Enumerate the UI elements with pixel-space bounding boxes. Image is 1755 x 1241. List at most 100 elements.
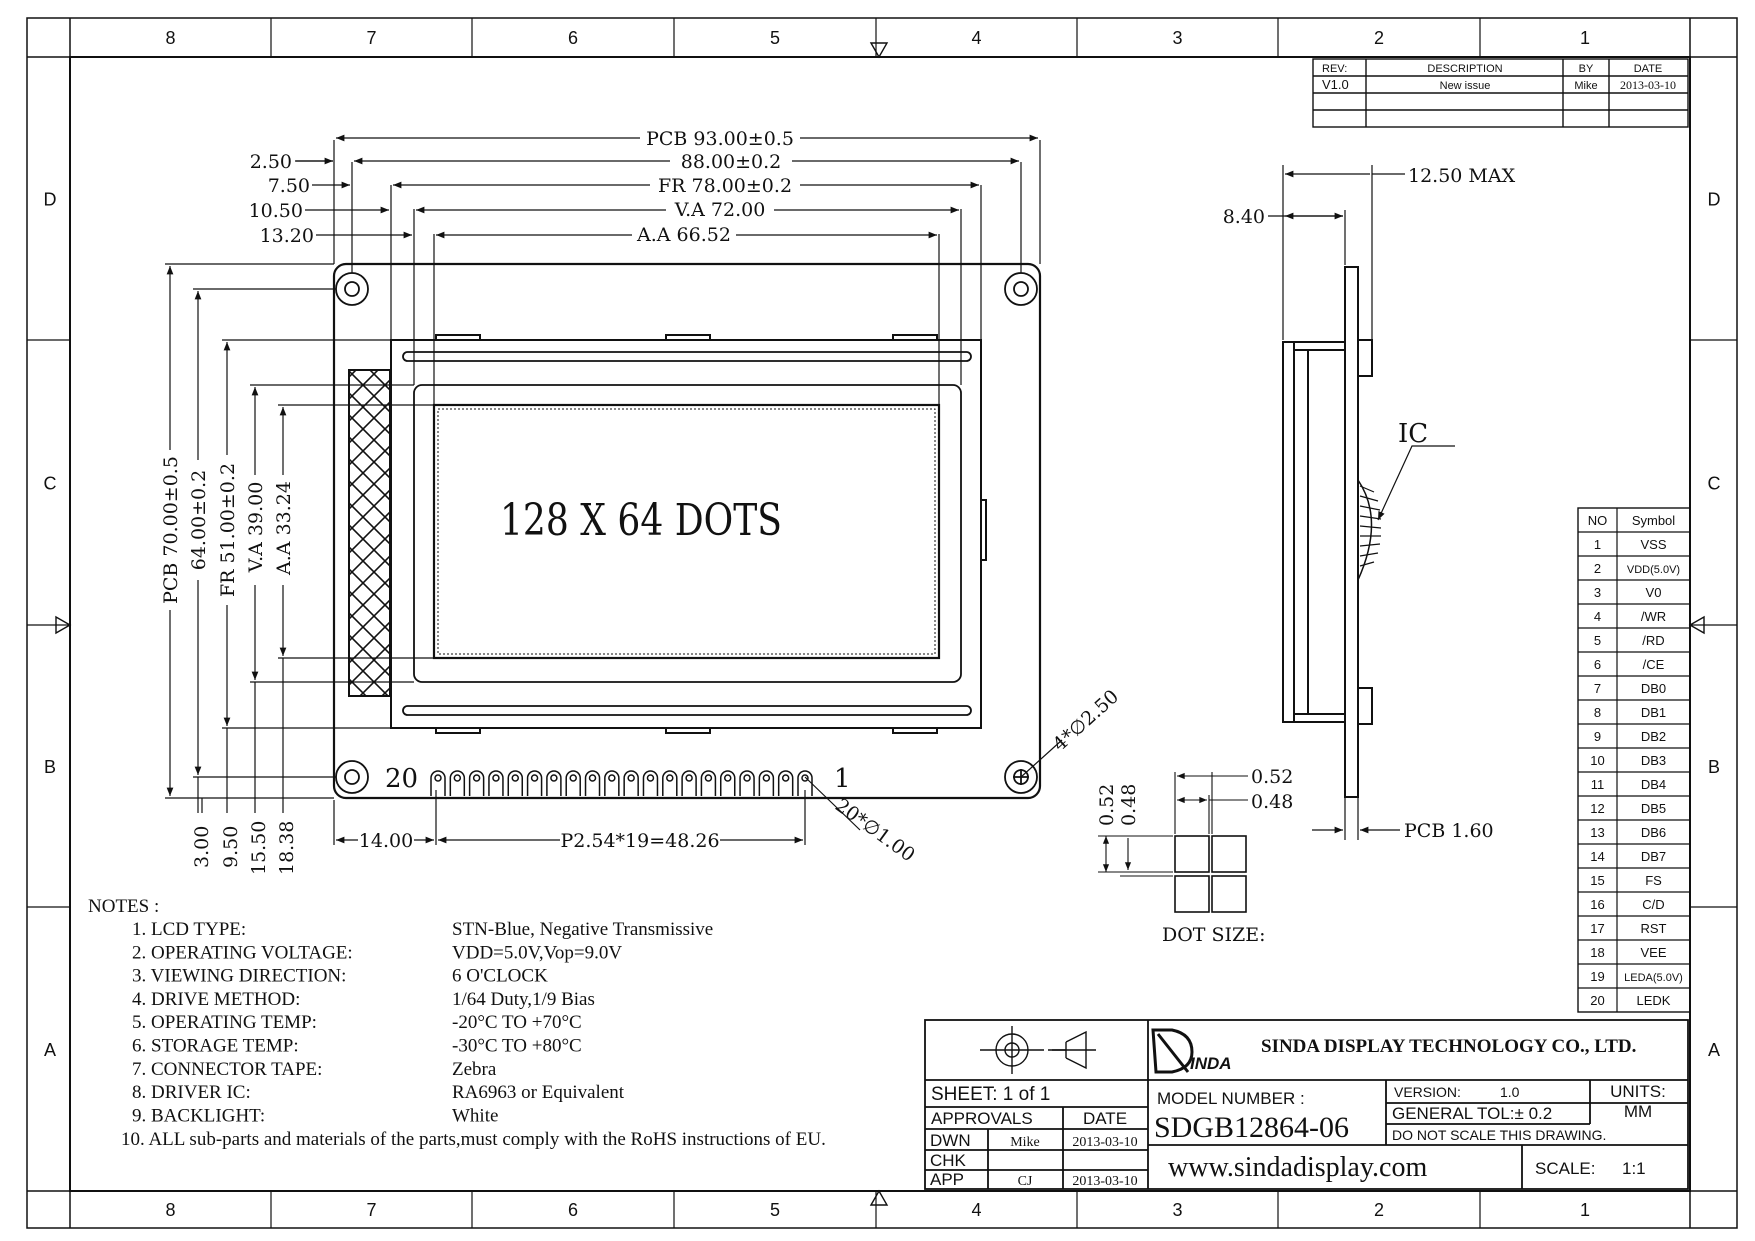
pin-number: 8 xyxy=(1594,705,1601,720)
dim-hole-height: 64.00±0.2 xyxy=(188,470,210,571)
side-module-body xyxy=(1282,341,1346,723)
pin-symbol: DB1 xyxy=(1641,705,1666,720)
dim-pcb-width: PCB 93.00±0.5 xyxy=(646,128,794,150)
rev-header-rev: REV: xyxy=(1322,63,1347,75)
connector-pin xyxy=(468,770,485,796)
zone-column-bottom: 6 xyxy=(568,1200,578,1220)
note-label: 3. VIEWING DIRECTION: xyxy=(132,966,346,987)
model-number: SDGB12864-06 xyxy=(1154,1111,1349,1144)
offset-15-50: 15.50 xyxy=(248,821,270,875)
third-angle-projection-icon xyxy=(980,1026,1096,1074)
pin-symbol: DB6 xyxy=(1641,825,1666,840)
connector-pin xyxy=(739,770,755,796)
pin-symbol: DB3 xyxy=(1641,753,1666,768)
note-value: 1/64 Duty,1/9 Bias xyxy=(452,989,595,1010)
offset-2-50: 2.50 xyxy=(250,151,292,173)
zone-column-bottom: 7 xyxy=(366,1200,376,1220)
note-value: White xyxy=(452,1105,498,1126)
pin-table-header-no: NO xyxy=(1588,513,1608,528)
pin-pitch-dimension xyxy=(333,739,1063,845)
connector-pin xyxy=(507,770,524,796)
connector-pin xyxy=(430,770,446,796)
pin-number: 3 xyxy=(1594,585,1601,600)
note-value: -20°C TO +70°C xyxy=(452,1012,582,1033)
dim-frame-width: FR 78.00±0.2 xyxy=(658,175,792,197)
pin-number: 10 xyxy=(1590,753,1604,768)
vertical-dimension-labels: PCB 70.00±0.5 64.00±0.2 FR 51.00±0.2 V.A… xyxy=(160,450,298,875)
website: www.sindadisplay.com xyxy=(1168,1152,1427,1183)
zone-column-top: 6 xyxy=(568,28,578,48)
pin-number: 2 xyxy=(1594,561,1601,576)
pin-symbol: /RD xyxy=(1642,633,1664,648)
zone-column-bottom: 4 xyxy=(971,1200,981,1220)
zebra-connector xyxy=(348,369,391,697)
connector-pin xyxy=(565,770,581,796)
pin-symbol: VDD(5.0V) xyxy=(1627,564,1680,576)
zone-column-top: 4 xyxy=(971,28,981,48)
pin-number: 6 xyxy=(1594,657,1601,672)
zone-column-top: 1 xyxy=(1580,28,1590,48)
approval-date: 2013-03-10 xyxy=(1072,1135,1137,1150)
title-block: INDA SINDA DISPLAY TECHNOLOGY CO., LTD. … xyxy=(924,1019,1689,1190)
note-value: STN-Blue, Negative Transmissive xyxy=(452,919,713,940)
pin-symbol: RST xyxy=(1641,921,1667,936)
dim-frame-height: FR 51.00±0.2 xyxy=(217,463,239,597)
pin-pitch-label: P2.54*19=48.26 xyxy=(560,830,719,852)
zone-column-top: 7 xyxy=(366,28,376,48)
pin-symbol: VSS xyxy=(1640,537,1666,552)
note-label: 6. STORAGE TEMP: xyxy=(132,1036,299,1057)
pin-hole-label: 20*∅1.00 xyxy=(831,794,919,866)
offset-9-50: 9.50 xyxy=(220,826,242,868)
connector-pin xyxy=(623,770,639,796)
zone-row-left: C xyxy=(44,474,57,494)
pin-symbol: DB5 xyxy=(1641,801,1666,816)
pin-number: 18 xyxy=(1590,945,1604,960)
rev-header-date: DATE xyxy=(1634,63,1663,75)
dim-aa-height: A.A 33.24 xyxy=(273,481,295,576)
pin-number: 9 xyxy=(1594,729,1601,744)
model-number-label: MODEL NUMBER : xyxy=(1157,1089,1305,1108)
display-resolution-label: 128 X 64 DOTS xyxy=(500,496,782,546)
company-name: SINDA DISPLAY TECHNOLOGY CO., LTD. xyxy=(1261,1036,1636,1057)
pin-symbol: DB7 xyxy=(1641,849,1666,864)
connector-pin xyxy=(700,770,717,796)
zone-column-top: 5 xyxy=(770,28,780,48)
rev-version: V1.0 xyxy=(1322,77,1349,92)
pin-number: 4 xyxy=(1594,609,1601,624)
side-pin-stub xyxy=(1358,339,1373,725)
note-label: 9. BACKLIGHT: xyxy=(132,1105,265,1126)
zone-column-bottom: 3 xyxy=(1172,1200,1182,1220)
offset-3-00: 3.00 xyxy=(191,826,213,868)
note-value: Zebra xyxy=(452,1059,497,1080)
note-10: 10. ALL sub-parts and materials of the p… xyxy=(121,1129,826,1150)
mount-hole-label: 4*∅2.50 xyxy=(1049,686,1124,756)
pin-symbol: /CE xyxy=(1643,657,1665,672)
centering-marks xyxy=(55,42,1705,1206)
connector-pin xyxy=(488,770,504,796)
dot-size-label: DOT SIZE: xyxy=(1162,924,1266,946)
note-label: 1. LCD TYPE: xyxy=(132,919,246,940)
units-label: UNITS: xyxy=(1610,1082,1666,1101)
connector-pin xyxy=(719,770,736,796)
pin-number: 16 xyxy=(1590,897,1604,912)
pcb-outline xyxy=(332,262,1042,800)
pin-number: 5 xyxy=(1594,633,1601,648)
connector-pin xyxy=(604,770,620,796)
sheet-border xyxy=(26,17,1738,1229)
zone-column-bottom: 5 xyxy=(770,1200,780,1220)
side-dimensions xyxy=(1268,165,1455,840)
connector-pin xyxy=(681,770,697,796)
offset-18-38: 18.38 xyxy=(276,821,298,875)
version-value: 1.0 xyxy=(1500,1084,1520,1100)
connector-pin xyxy=(449,770,466,796)
side-depth: 8.40 xyxy=(1223,206,1265,228)
pin-number: 12 xyxy=(1590,801,1604,816)
side-pcb xyxy=(1344,266,1359,798)
side-pcb-thickness: PCB 1.60 xyxy=(1404,820,1494,842)
note-label: 5. OPERATING TEMP: xyxy=(132,1012,317,1033)
connector-pin xyxy=(777,770,794,796)
zone-row-right: B xyxy=(1708,757,1720,777)
connector-pin xyxy=(526,770,543,796)
pin-number: 7 xyxy=(1594,681,1601,696)
